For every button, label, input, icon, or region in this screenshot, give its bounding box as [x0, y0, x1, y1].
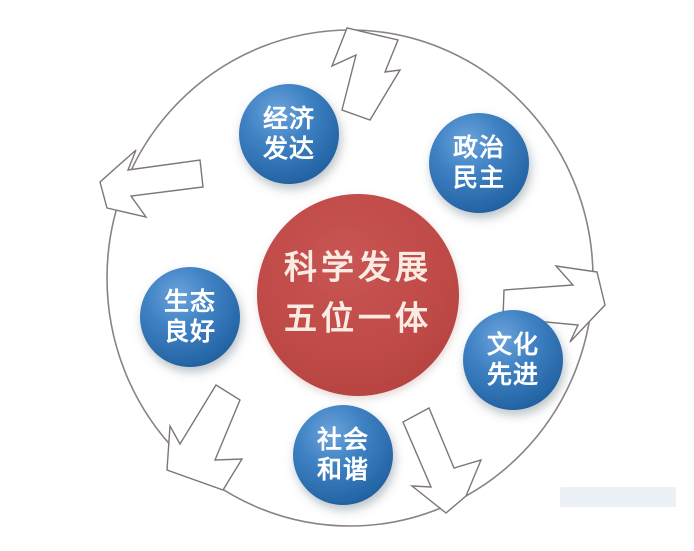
- node-ecology-rim: [140, 267, 240, 367]
- node-culture-label-line2: 先进: [487, 360, 539, 389]
- arrow-left: [99, 149, 204, 219]
- node-culture-label-line1: 文化: [487, 330, 539, 359]
- node-ecology-label-line2: 良好: [164, 317, 216, 346]
- center-label-line1: 科学发展: [284, 248, 432, 287]
- node-politics-rim: [429, 113, 529, 213]
- node-culture-rim: [463, 310, 563, 410]
- watermark-bar: [560, 487, 676, 507]
- center-disc: [257, 194, 459, 396]
- center-node-group: 科学发展 五位一体: [257, 194, 459, 396]
- node-layer: 经济发达政治民主文化先进社会和谐生态良好: [140, 84, 563, 505]
- node-economy-label-line2: 发达: [262, 134, 315, 163]
- node-economy-label-line1: 经济: [263, 104, 315, 133]
- arrow-bottom-right: [402, 407, 483, 514]
- node-society-rim: [293, 405, 393, 505]
- node-society-label-line2: 和谐: [317, 455, 369, 484]
- node-politics-label-line1: 政治: [453, 133, 505, 162]
- node-ecology-label-line1: 生态: [164, 287, 216, 316]
- node-society-label-line1: 社会: [317, 425, 369, 454]
- node-economy-rim: [239, 84, 339, 184]
- node-politics-label-line2: 民主: [453, 163, 505, 192]
- center-label-line2: 五位一体: [284, 299, 432, 338]
- arrow-bottom-left: [166, 384, 244, 491]
- arrow-top: [330, 27, 402, 121]
- arrow-layer: [99, 27, 606, 514]
